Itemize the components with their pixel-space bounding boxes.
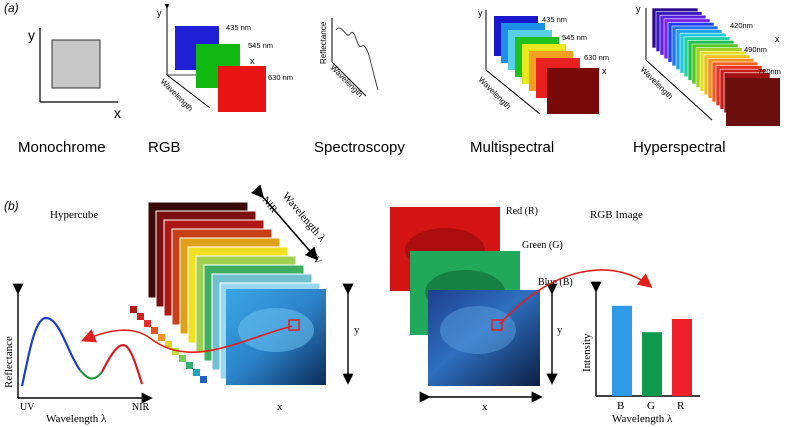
spec-wavelength-label: Wavelength	[329, 63, 365, 99]
multispectral-diagram: y x 435 nm 545 nm 630 nm Wavelength Mult…	[470, 8, 609, 156]
pixel-spectrum-square	[151, 327, 158, 334]
monochrome-plane	[51, 39, 101, 89]
intensity-bar-chart: Intensity B G R Wavelength λ	[581, 281, 700, 425]
hypercube-x-label: x	[277, 401, 283, 413]
reflectance-label: Reflectance	[3, 336, 15, 388]
hypercube-pixel-marker	[288, 319, 300, 331]
rgb-to-intensity-arrow	[499, 269, 653, 325]
multi-band-8	[547, 68, 599, 114]
multi-630-label: 630 nm	[584, 53, 609, 62]
hypercube-stack	[130, 201, 326, 385]
mono-x-label: x	[114, 105, 121, 121]
multi-wavelength-label: Wavelength	[477, 75, 513, 111]
hyper-490-label: 490nm	[744, 45, 767, 54]
intensity-label: Intensity	[581, 333, 593, 372]
rgb-image-title: RGB Image	[590, 209, 643, 221]
uv-top-label: UV	[306, 249, 324, 268]
rgb-diagram: y x 435 nm 545 nm 630 nm Wavelength RGB	[148, 4, 293, 156]
rgb-545-label: 545 nm	[248, 41, 273, 50]
intensity-bar-g	[642, 332, 662, 396]
uv-label: UV	[20, 402, 35, 413]
bar-b-label: B	[617, 400, 624, 412]
spectroscopy-caption: Spectroscopy	[314, 139, 405, 156]
hypercube-to-spectrum-arrow	[81, 325, 293, 354]
rgb-y-label: y	[557, 324, 563, 336]
hypercube-title: Hypercube	[50, 209, 98, 221]
hyper-last-band	[726, 78, 780, 126]
monochrome-caption: Monochrome	[18, 139, 106, 156]
monochrome-diagram: y x Monochrome	[18, 27, 121, 156]
pixel-spectrum-square	[172, 348, 179, 355]
pixel-spectrum-square	[200, 376, 207, 383]
hyper-wavelength-label: Wavelength	[639, 65, 675, 101]
rgb-435-label: 435 nm	[226, 23, 251, 32]
rgb-pixel-marker	[491, 319, 503, 331]
intensity-bar-r	[672, 319, 692, 396]
panel-a-label: (a)	[4, 1, 19, 15]
panel-b-label: (b)	[4, 199, 19, 213]
spectrum-curve-blue	[20, 316, 81, 387]
wavelength-bottom-label: Wavelength λ	[46, 413, 107, 425]
spectrum-curve-green	[79, 369, 103, 380]
rgb-y-label: y	[157, 8, 162, 18]
multi-x-label: x	[602, 66, 607, 76]
pixel-spectrum-square	[186, 362, 193, 369]
hypercube-y-label: y	[354, 324, 360, 336]
pixel-spectrum-square	[130, 306, 137, 313]
green-channel-label: Green (G)	[522, 240, 563, 251]
pixel-spectrum-square	[158, 334, 165, 341]
reflectance-spectrum-plot: Reflectance UV NIR Wavelength λ	[3, 283, 153, 425]
pixel-spectrum-square	[193, 369, 200, 376]
rgb-caption: RGB	[148, 139, 181, 156]
rgb-red-plane	[218, 66, 266, 112]
spectroscopy-diagram: Reflectance Wavelength Spectroscopy	[314, 18, 405, 156]
pixel-spectrum-square	[144, 320, 151, 327]
nir-label: NIR	[132, 402, 150, 413]
multi-435-label: 435 nm	[542, 15, 567, 24]
red-channel-label: Red (R)	[506, 206, 538, 217]
blue-channel-label: Blue (B)	[538, 277, 573, 288]
multispectral-caption: Multispectral	[470, 139, 554, 156]
hyper-bands	[651, 7, 771, 114]
spectrum-curve	[335, 27, 379, 91]
pixel-spectrum-square	[165, 341, 172, 348]
wavelength-arrow	[250, 184, 319, 261]
bar-r-label: R	[677, 400, 685, 412]
mono-y-label: y	[28, 27, 35, 43]
rgb-x-label: x	[250, 56, 255, 66]
multi-y-label: y	[478, 8, 483, 18]
hyperspectral-caption: Hyperspectral	[633, 139, 726, 156]
rgb-x-label: x	[482, 401, 488, 413]
rgb-630-label: 630 nm	[268, 73, 293, 82]
intensity-bar-b	[612, 305, 632, 396]
hyper-720-label: 720nm	[758, 67, 781, 76]
multi-545-label: 545 nm	[562, 33, 587, 42]
pixel-spectrum-square	[179, 355, 186, 362]
rgb-image-stack: Red (R) Green (G) Blue (B)	[390, 206, 573, 386]
hyper-x-label: x	[775, 34, 780, 44]
spectrum-curve-red	[101, 344, 144, 385]
hyper-y-label: y	[636, 4, 641, 14]
hyper-420-label: 420nm	[730, 21, 753, 30]
spec-reflectance-label: Reflectance	[319, 21, 328, 64]
bar-g-label: G	[647, 400, 655, 412]
hyperspectral-diagram: y x 420nm 490nm 720nm Wavelength Hypersp…	[633, 4, 781, 156]
pixel-spectrum-squares	[130, 306, 207, 383]
pixel-spectrum-square	[137, 313, 144, 320]
wavelength-right-label: Wavelength λ	[612, 413, 673, 425]
wavelength-lambda-label: Wavelength λ	[280, 190, 328, 244]
